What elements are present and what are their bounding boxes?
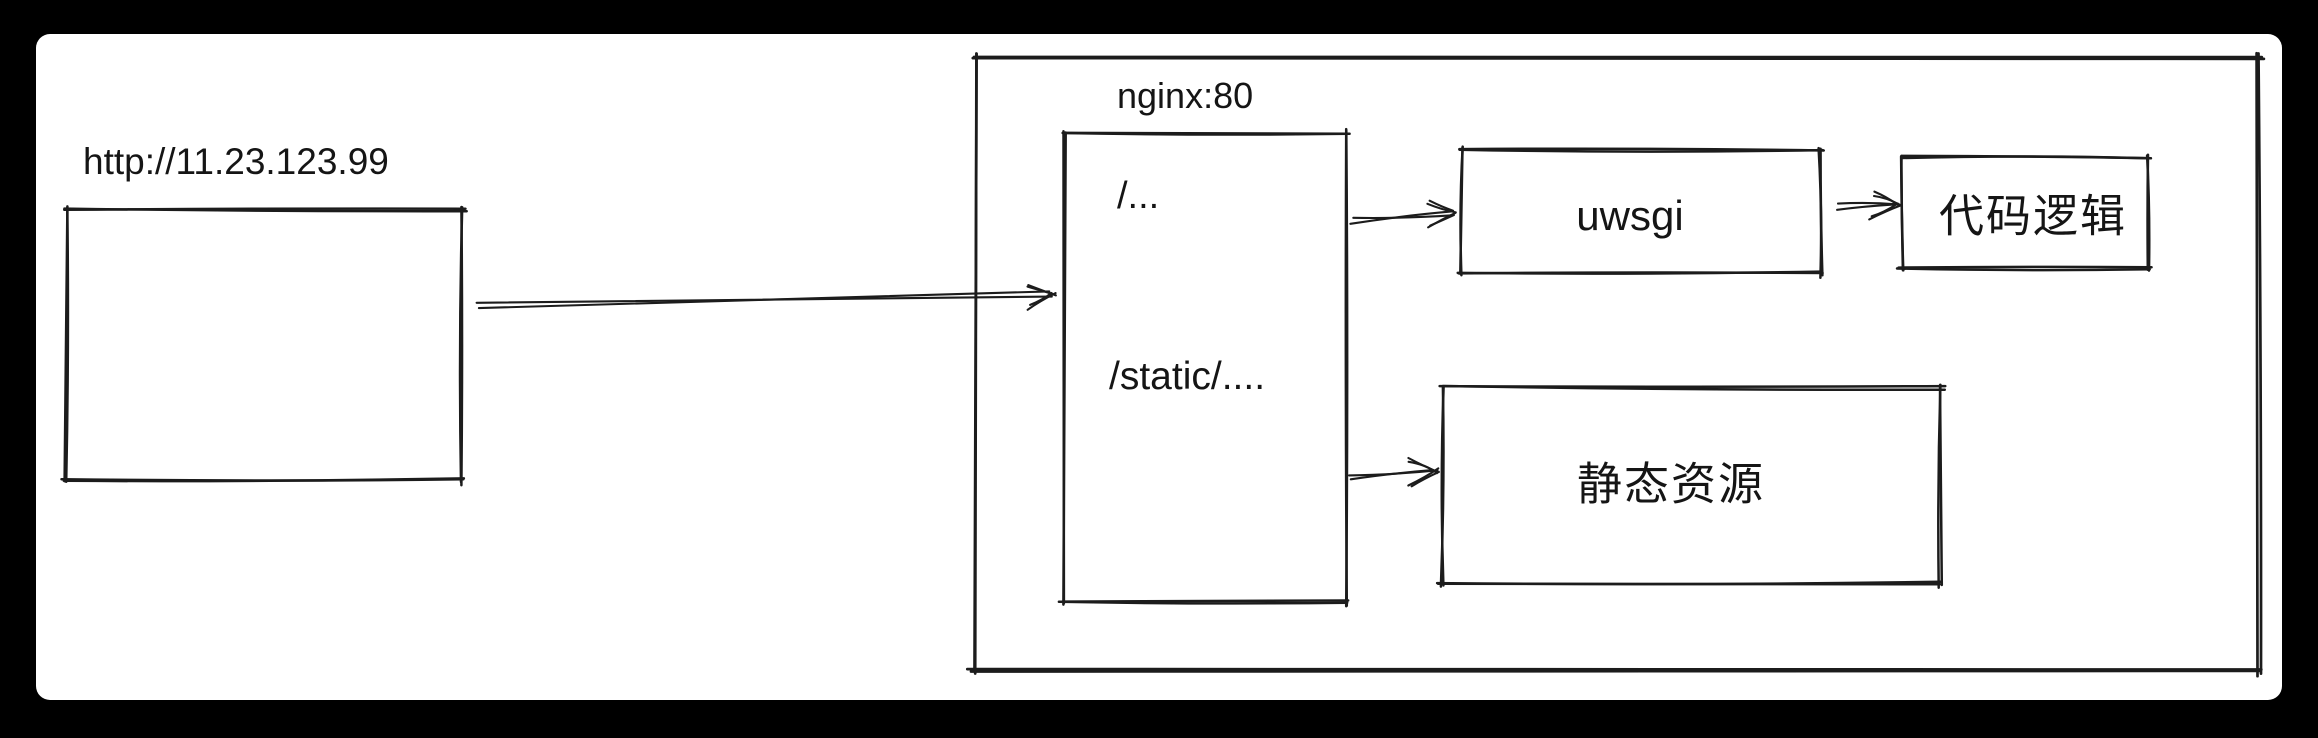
client-url-label: http://11.23.123.99 [83,141,389,182]
request-arrow [475,284,1057,311]
arrow-root-to-uwsgi [1349,199,1457,229]
nginx-container-box [965,51,2266,678]
arrow-static-route-to-assets [1347,456,1440,488]
arrow-uwsgi-to-code-logic [1836,190,1902,221]
nginx-title: nginx:80 [1117,75,1254,116]
whiteboard-canvas [36,34,2282,700]
nginx-routes-box [1057,127,1351,608]
uwsgi-label: uwsgi [1576,192,1684,239]
code-logic-box [1895,153,2153,272]
static-assets-label: 静态资源 [1576,458,1766,510]
code-logic-label: 代码逻辑 [1938,190,2128,242]
uwsgi-box [1456,145,1826,280]
route-static-label: /static/.... [1109,355,1266,398]
static-assets-box [1435,383,1947,589]
client-box [60,205,468,487]
route-root-label: /... [1117,175,1160,217]
